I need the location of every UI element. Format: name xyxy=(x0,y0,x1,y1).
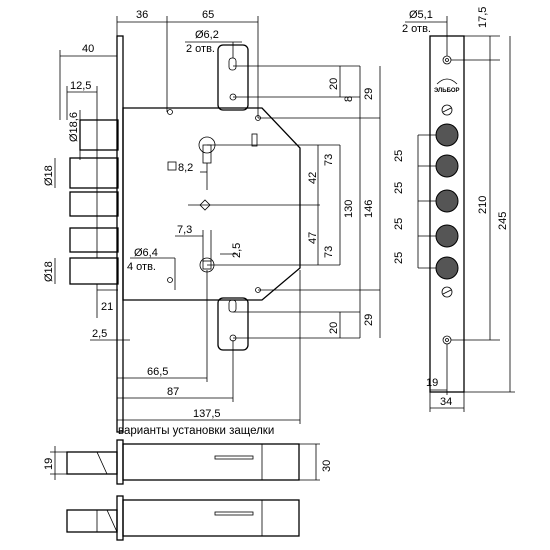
deadbolt-1 xyxy=(69,157,119,189)
latch1-bevel xyxy=(96,451,118,475)
dim-130: 130 xyxy=(343,200,355,218)
bolts xyxy=(69,119,119,285)
dim-66-5: 66,5 xyxy=(147,366,168,378)
dim-holes4: 4 отв. xyxy=(127,261,156,273)
dim-19-latch: 19 xyxy=(43,458,55,470)
faceplate xyxy=(405,16,515,412)
upper-small-bolt xyxy=(79,119,119,151)
brand-logo-arc xyxy=(436,78,458,85)
dimension-lines xyxy=(54,16,381,424)
latch-variants-caption: варианты установки защелки xyxy=(118,425,274,437)
dim-20-bot: 20 xyxy=(328,322,340,334)
bolt-face-1 xyxy=(435,123,459,147)
dim-d6-4: Ø6,4 xyxy=(134,247,158,259)
latch1-body xyxy=(122,443,300,481)
bolt-face-4 xyxy=(435,224,459,248)
bottom-slot xyxy=(228,299,237,313)
faceplate-screw-top xyxy=(441,104,453,116)
dim-73-top: 73 xyxy=(323,154,335,166)
dim-73-bot: 73 xyxy=(323,246,335,258)
fp-pitch-1: 25 xyxy=(393,150,405,162)
fp-holes2: 2 отв. xyxy=(402,23,431,35)
faceplate-screw-bottom xyxy=(441,286,453,298)
fp-19: 19 xyxy=(426,377,438,389)
lock-body xyxy=(116,35,301,433)
lower-bolt xyxy=(69,257,119,285)
fp-210: 210 xyxy=(477,196,489,214)
top-slot xyxy=(228,57,237,71)
small-slot xyxy=(251,133,258,147)
dim-36: 36 xyxy=(136,9,148,21)
fp-d5-1: Ø5,1 xyxy=(409,9,433,21)
dim-29-bot: 29 xyxy=(363,314,375,326)
deadbolt-3 xyxy=(69,227,119,253)
dim-8: 8 xyxy=(343,96,355,102)
latch1-slot xyxy=(214,455,254,460)
dim-d18-top: Ø18 xyxy=(43,165,55,186)
square-symbol-icon xyxy=(167,161,177,171)
deadbolt-2 xyxy=(69,191,119,217)
faceplate-labels: Ø5,1 2 отв. 17,5 ЭЛЬБОР 25 25 25 25 210 … xyxy=(393,7,509,408)
centre-mark xyxy=(199,199,211,211)
latch2-body xyxy=(122,499,300,537)
dim-d18-6: Ø18,6 xyxy=(68,112,80,142)
fp-17-5: 17,5 xyxy=(477,7,489,28)
dim-20-top: 20 xyxy=(328,78,340,90)
cylinder-slot xyxy=(202,144,212,164)
fp-pitch-3: 25 xyxy=(393,218,405,230)
bolt-face-3 xyxy=(435,189,459,213)
dim-2-5-left: 2,5 xyxy=(92,328,107,340)
latch1-flange xyxy=(116,439,124,485)
dim-29-top: 29 xyxy=(363,88,375,100)
dimension-labels: 36 65 40 Ø6,2 2 отв. 12,5 Ø18,6 Ø18 Ø18 … xyxy=(43,9,375,472)
dim-d6-2: Ø6,2 xyxy=(195,29,219,41)
dim-2-5-mid: 2,5 xyxy=(231,243,243,258)
latch1-tongue xyxy=(66,451,118,475)
faceplate-top-hole xyxy=(442,55,452,65)
faceplate-bottom-hole xyxy=(442,335,452,345)
case-hole-1 xyxy=(167,109,173,115)
brand-logo-text: ЭЛЬБОР xyxy=(434,88,460,94)
dim-21: 21 xyxy=(101,301,113,313)
latch2-flange xyxy=(116,495,124,541)
dim-47: 47 xyxy=(307,232,319,244)
bolt-face-2 xyxy=(435,154,459,178)
latch2-tongue xyxy=(66,509,118,533)
dim-holes2: 2 отв. xyxy=(186,43,215,55)
latch-tongue xyxy=(97,257,119,285)
bolt-face-5 xyxy=(435,256,459,280)
dim-137-5: 137,5 xyxy=(193,408,221,420)
fp-34: 34 xyxy=(440,396,452,408)
dim-12-5: 12,5 xyxy=(70,80,91,92)
dim-40: 40 xyxy=(82,43,94,55)
dim-42: 42 xyxy=(307,172,319,184)
fp-245: 245 xyxy=(497,212,509,230)
dim-146: 146 xyxy=(363,200,375,218)
latch2-slot xyxy=(214,511,254,516)
fp-pitch-2: 25 xyxy=(393,182,405,194)
case-outline xyxy=(122,107,301,301)
dim-30-latch: 30 xyxy=(321,460,333,472)
case-hole-3 xyxy=(167,277,173,283)
dim-87: 87 xyxy=(167,386,179,398)
dim-65: 65 xyxy=(202,9,214,21)
dim-8-2: 8,2 xyxy=(178,162,193,174)
dim-d18-bot: Ø18 xyxy=(43,261,55,282)
fp-pitch-4: 25 xyxy=(393,252,405,264)
latch2-bevel xyxy=(96,509,118,533)
dim-7-3: 7,3 xyxy=(177,224,192,236)
latch-variants xyxy=(50,439,320,541)
